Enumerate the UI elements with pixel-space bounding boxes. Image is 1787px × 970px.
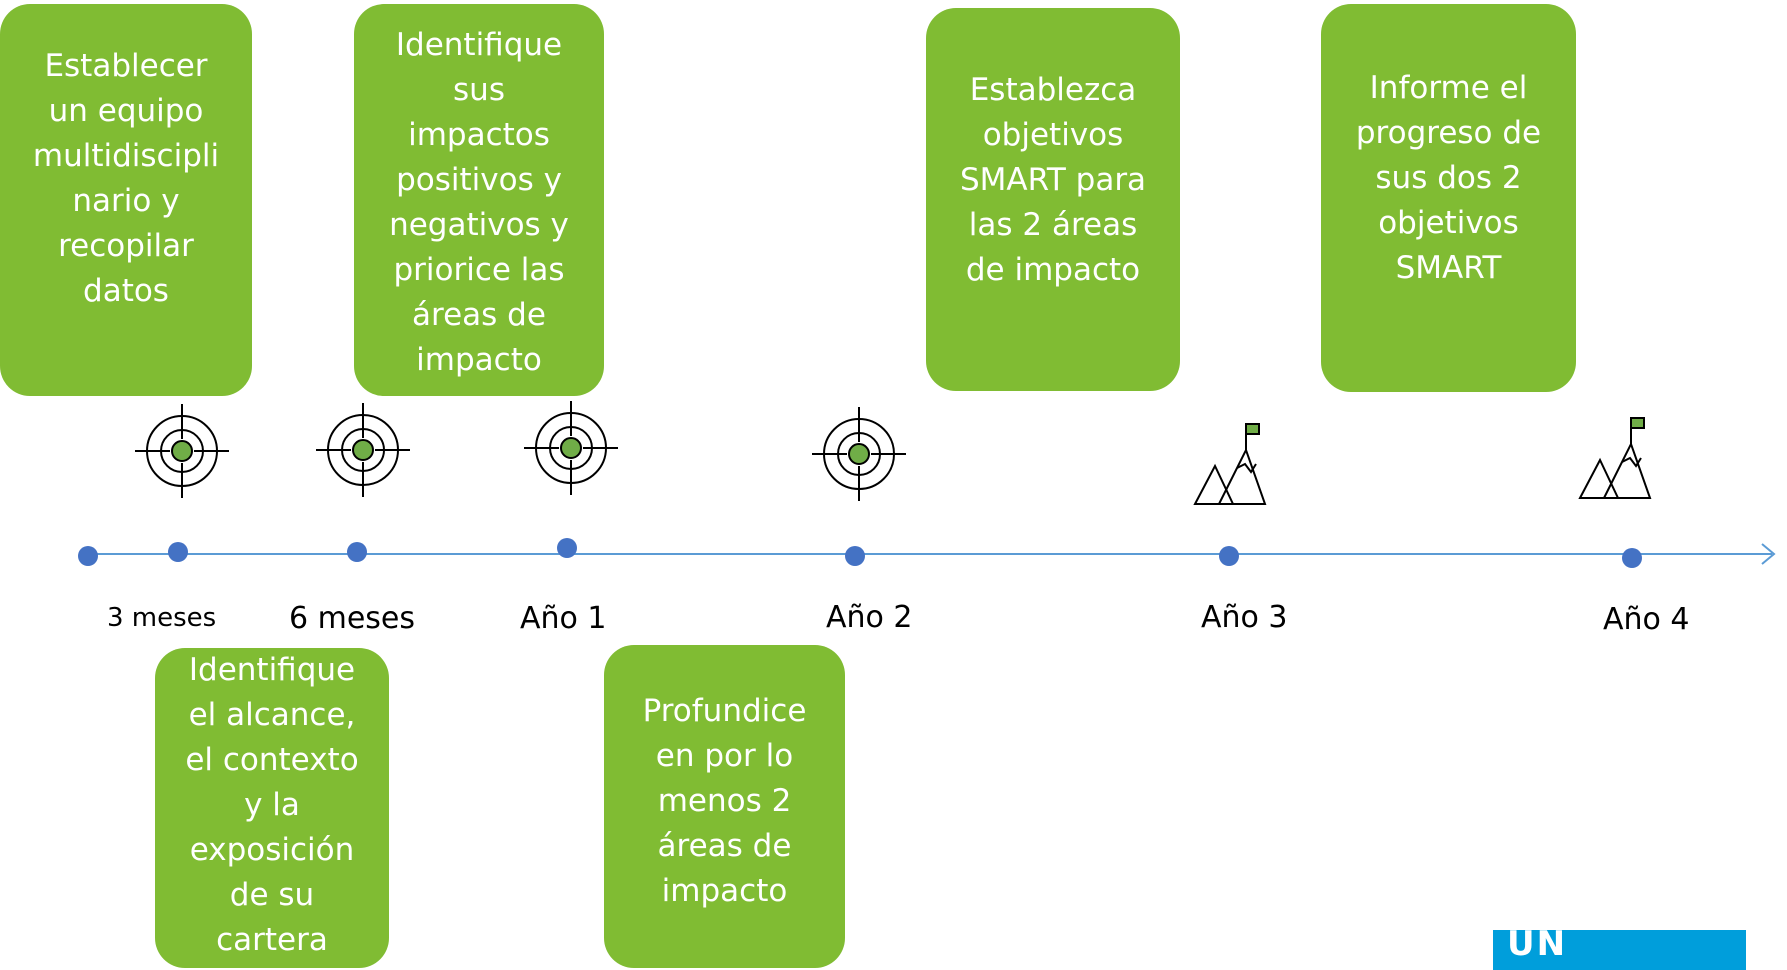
step-text: Identifique sus impactos positivos y neg…: [389, 27, 569, 378]
timeline-label-ano-3: Año 3: [1201, 600, 1288, 635]
timeline-dot-start: [78, 546, 98, 566]
mountain-flag-icon: [1578, 417, 1652, 499]
timeline-label-ano-4: Año 4: [1603, 602, 1690, 637]
step-text: Informe el progreso de sus dos 2 objetiv…: [1355, 70, 1542, 286]
timeline-label-3-meses: 3 meses: [107, 603, 217, 633]
timeline-label-ano-2: Año 2: [826, 600, 913, 635]
timeline-dot-ano-4: [1622, 548, 1642, 568]
target-icon: [524, 401, 618, 495]
timeline-label-6-meses: 6 meses: [289, 601, 416, 636]
step-text: Identifique el alcance, el contexto y la…: [185, 652, 359, 958]
timeline-label-ano-1: Año 1: [520, 601, 607, 636]
step-text: Establecer un equipo multidiscipli nario…: [32, 48, 220, 309]
step-box-establecer-equipo: Establecer un equipo multidiscipli nario…: [0, 4, 252, 396]
timeline-dot-6-meses: [347, 542, 367, 562]
target-icon: [812, 407, 906, 501]
timeline-arrowhead: [1761, 543, 1776, 565]
un-logo: UN: [1493, 924, 1746, 970]
step-box-identifique-impactos: Identifique sus impactos positivos y neg…: [354, 4, 604, 396]
timeline-dot-ano-2: [845, 546, 865, 566]
step-box-identifique-alcance: Identifique el alcance, el contexto y la…: [155, 648, 389, 968]
logo-text: UN: [1507, 924, 1568, 964]
target-icon: [135, 404, 229, 498]
target-icon: [316, 403, 410, 497]
timeline-dot-ano-3: [1219, 546, 1239, 566]
mountain-flag-icon: [1193, 423, 1267, 505]
step-text: Profundice en por lo menos 2 áreas de im…: [642, 693, 807, 909]
timeline-dot-3-meses: [168, 542, 188, 562]
step-box-profundice: Profundice en por lo menos 2 áreas de im…: [604, 645, 845, 968]
step-box-establezca-objetivos: Establezca objetivos SMART para las 2 ár…: [926, 8, 1180, 391]
step-text: Establezca objetivos SMART para las 2 ár…: [959, 72, 1147, 288]
step-box-informe-progreso: Informe el progreso de sus dos 2 objetiv…: [1321, 4, 1576, 392]
timeline-dot-ano-1: [557, 538, 577, 558]
